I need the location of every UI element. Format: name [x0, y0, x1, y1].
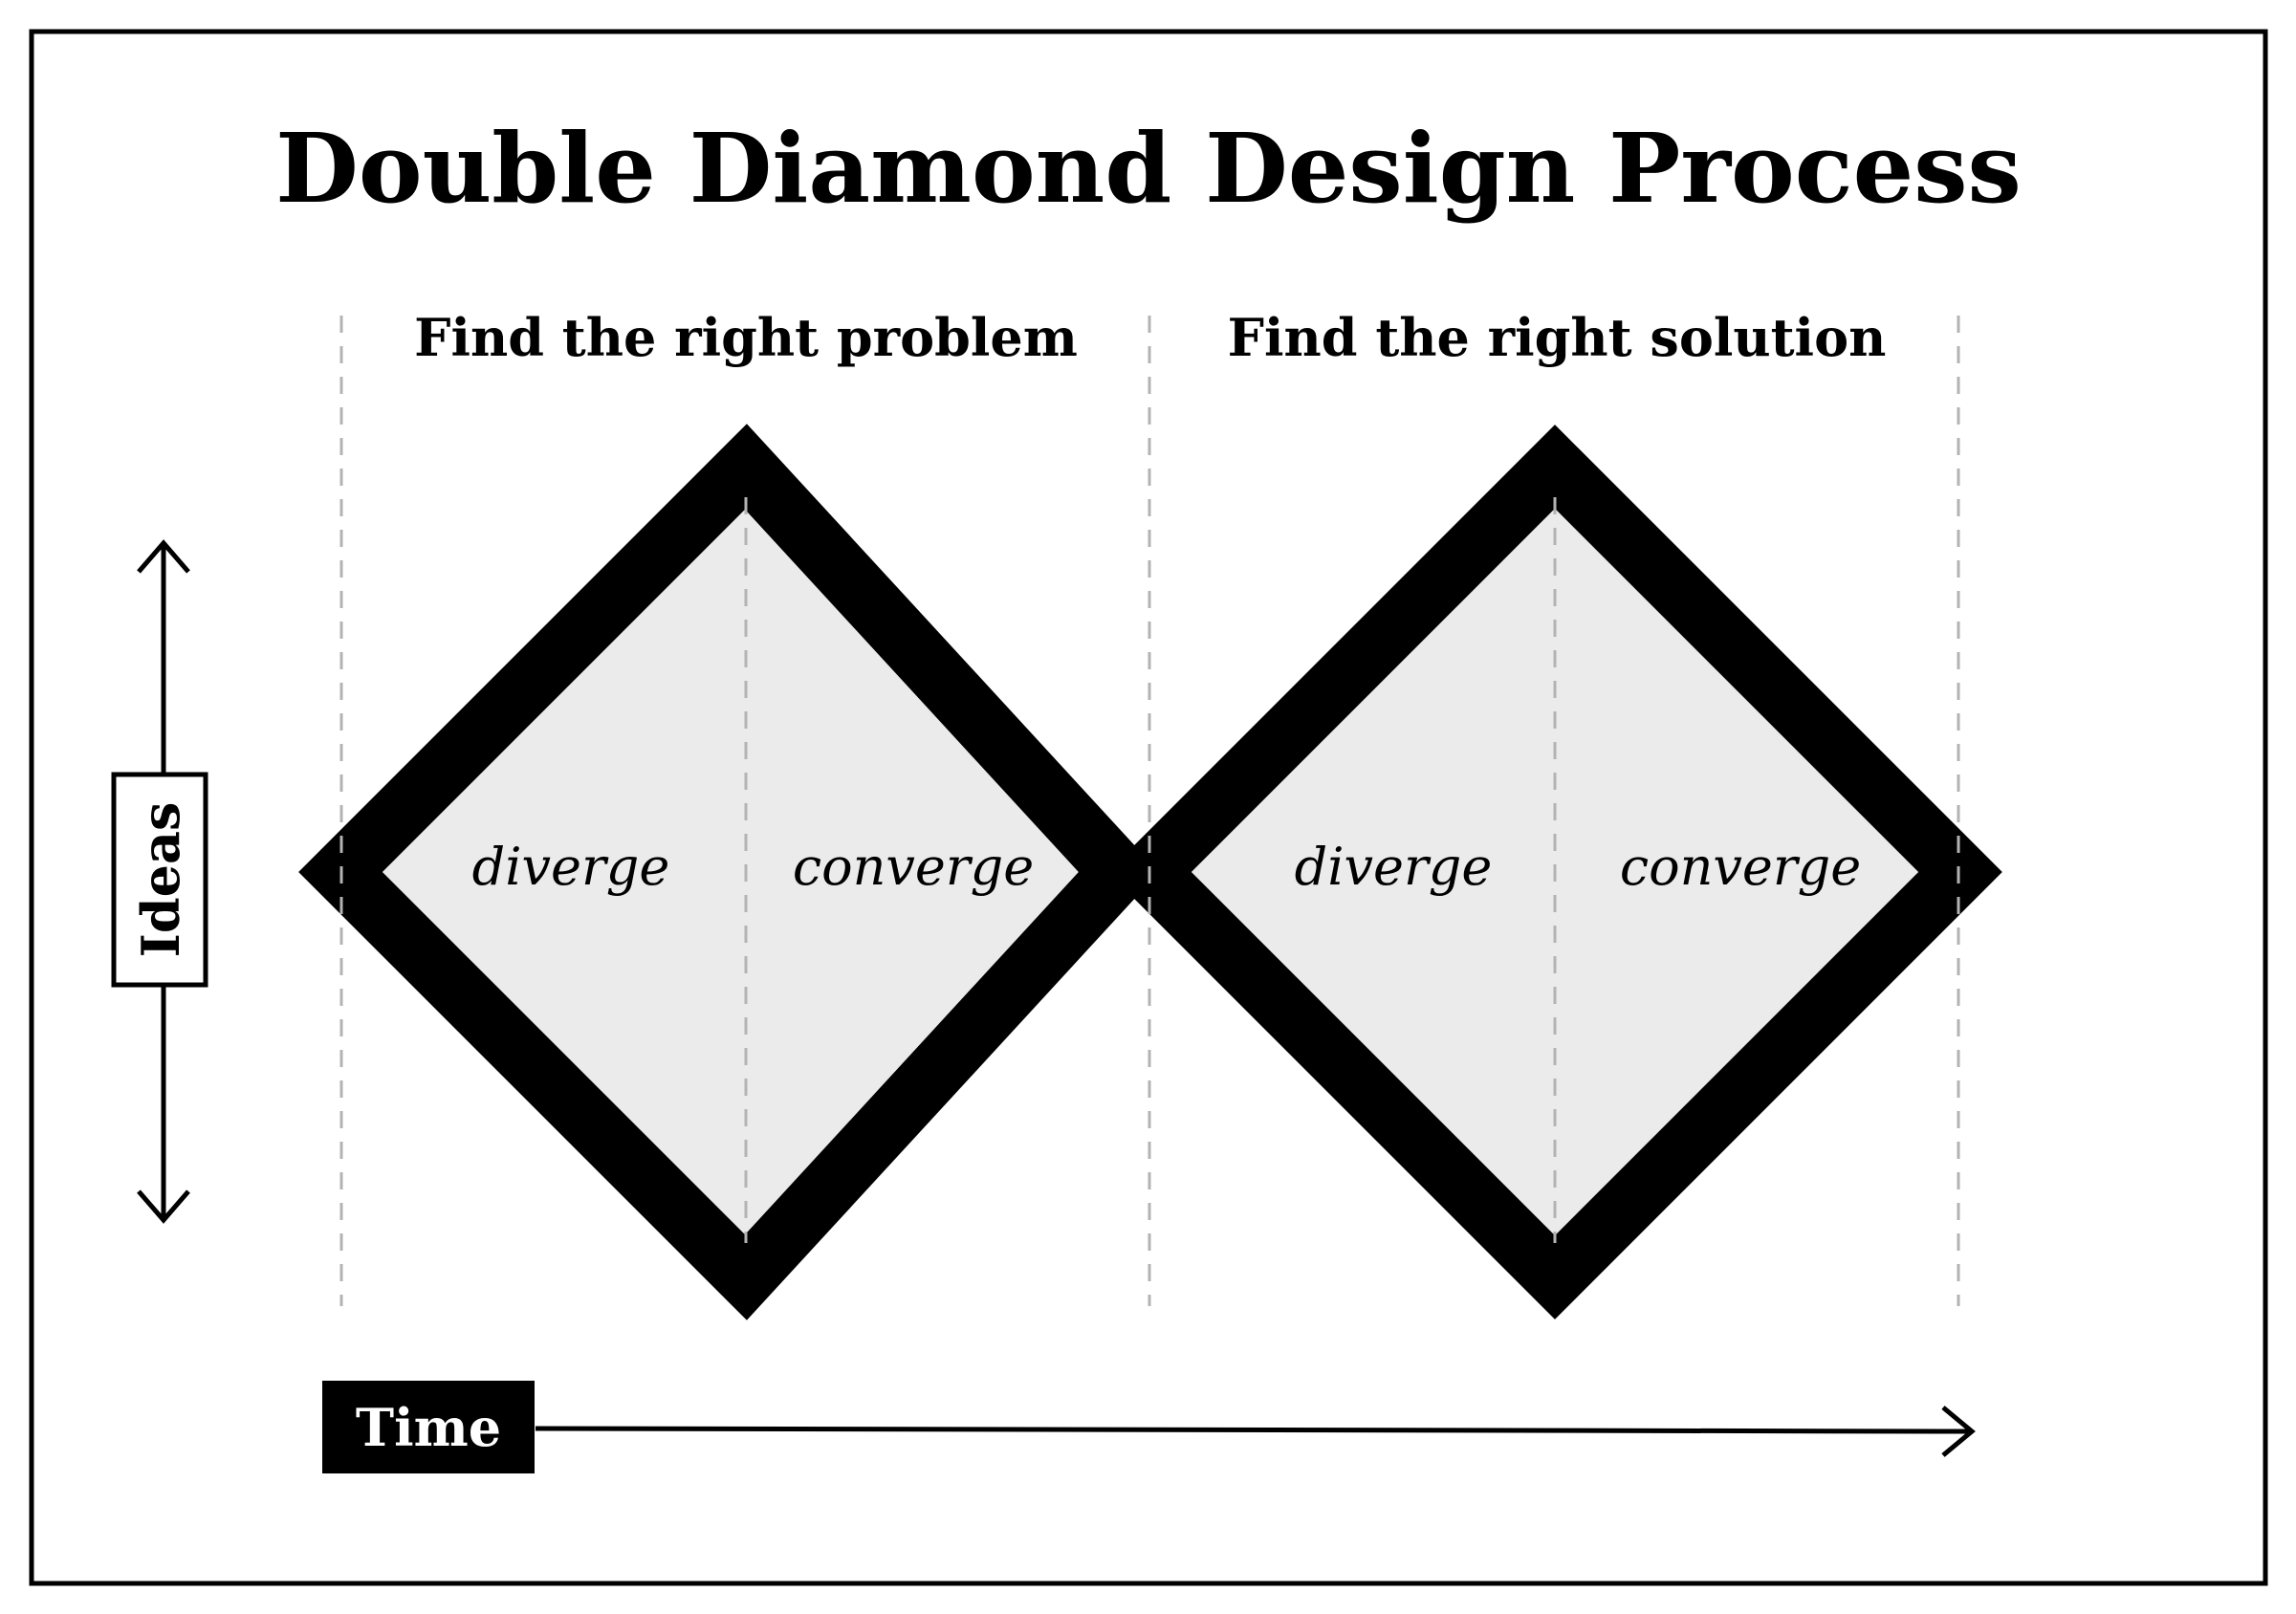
arrow-right-icon: [1941, 1406, 1976, 1457]
ideas-axis-label: Ideas: [130, 802, 191, 958]
diamond-1-diverge-label: diverge: [472, 837, 670, 897]
phase-heading-problem: Find the right problem: [414, 307, 1078, 368]
phase-heading-solution: Find the right solution: [1228, 307, 1887, 368]
ideas-label-box: [111, 772, 208, 988]
ideas-axis: [111, 539, 208, 1224]
diamond-2-diverge-label: diverge: [1295, 837, 1493, 897]
time-axis-line: [535, 1426, 1971, 1434]
dashed-guide-lines: [339, 316, 1960, 1306]
diamond-2-converge-label: converge: [1620, 837, 1861, 897]
diamond-1-converge-label: converge: [793, 837, 1034, 897]
diamond-problem: [298, 424, 1160, 1320]
outer-frame: [29, 29, 2268, 1586]
time-axis: [322, 1381, 1976, 1473]
arrow-up-icon: [137, 539, 190, 574]
arrow-down-icon: [137, 1189, 190, 1224]
diagram-title: Double Diamond Design Process: [275, 112, 2022, 225]
time-label-box: [322, 1381, 535, 1473]
time-axis-label: Time: [356, 1397, 501, 1458]
